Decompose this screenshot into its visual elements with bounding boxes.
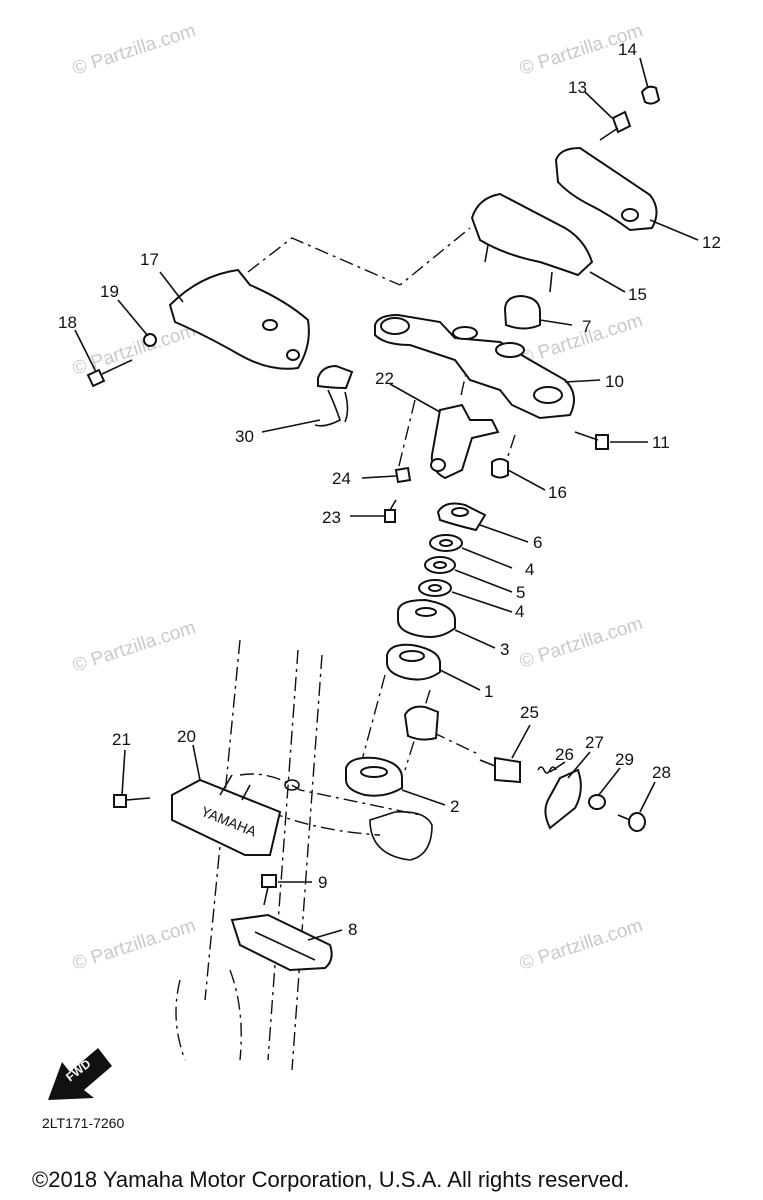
callout-6: 6 (533, 533, 542, 552)
callout-24: 24 (332, 469, 351, 488)
callout-15: 15 (628, 285, 647, 304)
part-11-bolt (574, 431, 609, 450)
part-9-bolt (261, 874, 277, 906)
callout-8: 8 (348, 920, 357, 939)
part-8-cover (230, 913, 333, 972)
part-27-plate (544, 768, 582, 830)
callout-11: 11 (652, 433, 670, 452)
watermark: © Partzilla.com (517, 613, 645, 673)
part-28-screw (617, 812, 646, 832)
watermark: © Partzilla.com (517, 915, 645, 975)
part-1-bearing (386, 643, 441, 681)
leader-lines (74, 57, 699, 941)
callout-7: 7 (582, 317, 591, 336)
callout-4: 4 (525, 560, 534, 579)
part-14-cap (640, 85, 661, 105)
callout-27: 27 (585, 733, 604, 752)
part-16-nut (491, 458, 509, 479)
watermark: © Partzilla.com (70, 20, 198, 80)
callout-14: 14 (618, 40, 637, 59)
callout-16: 16 (548, 483, 567, 502)
callout-20: 20 (177, 727, 196, 746)
callout-25: 25 (520, 703, 539, 722)
watermark: © Partzilla.com (70, 617, 198, 677)
callout-17: 17 (140, 250, 159, 269)
copyright-notice: ©2018 Yamaha Motor Corporation, U.S.A. A… (32, 1167, 629, 1192)
part-21-bolt (113, 794, 151, 808)
part-23-bolt (384, 499, 397, 523)
part-29-washer (588, 794, 606, 810)
watermark: © Partzilla.com (70, 320, 198, 380)
part-24-nut (394, 466, 412, 484)
part-3-cover (397, 598, 456, 638)
watermark: © Partzilla.com (70, 915, 198, 975)
callout-29: 29 (615, 750, 634, 769)
callout-10: 10 (605, 372, 624, 391)
part-26-spring (537, 766, 557, 774)
part-25-lock (479, 756, 521, 784)
callout-3: 3 (500, 640, 509, 659)
part-19-nut (143, 333, 157, 347)
part-7-cap (503, 294, 541, 330)
frame-outline (175, 227, 516, 1071)
callout-28: 28 (652, 763, 671, 782)
callout-23: 23 (322, 508, 341, 527)
part-4-washer (418, 579, 452, 597)
callout-18: 18 (58, 313, 77, 332)
part-17-cover (168, 268, 310, 370)
callouts: 1 2 3 4 4 5 6 7 8 9 10 11 12 13 14 15 16… (58, 40, 721, 939)
fwd-arrow-icon: FWD (48, 1048, 112, 1100)
callout-21: 21 (112, 730, 131, 749)
part-sleeve (403, 705, 440, 741)
part-2-bearing (345, 756, 403, 797)
part-5-washer (424, 556, 456, 574)
callout-9: 9 (318, 873, 327, 892)
part-22-bracket (430, 403, 500, 480)
callout-22: 22 (375, 369, 394, 388)
callout-19: 19 (100, 282, 119, 301)
callout-12: 12 (702, 233, 721, 252)
part-4-washer (429, 534, 463, 552)
callout-13: 13 (568, 78, 587, 97)
callout-5: 5 (516, 583, 525, 602)
diagram-code: 2LT171-7260 (42, 1115, 124, 1131)
part-18-bolt (86, 359, 133, 388)
part-12-holder (554, 146, 658, 232)
part-13-bolt (599, 110, 632, 141)
callout-1: 1 (484, 682, 493, 701)
part-10-bracket (374, 313, 575, 420)
callout-4: 4 (515, 602, 524, 621)
callout-30: 30 (235, 427, 254, 446)
callout-26: 26 (555, 745, 574, 764)
part-6-washer (436, 502, 487, 532)
part-15-holder (470, 192, 594, 293)
callout-2: 2 (450, 797, 459, 816)
part-30-clip (314, 364, 354, 427)
